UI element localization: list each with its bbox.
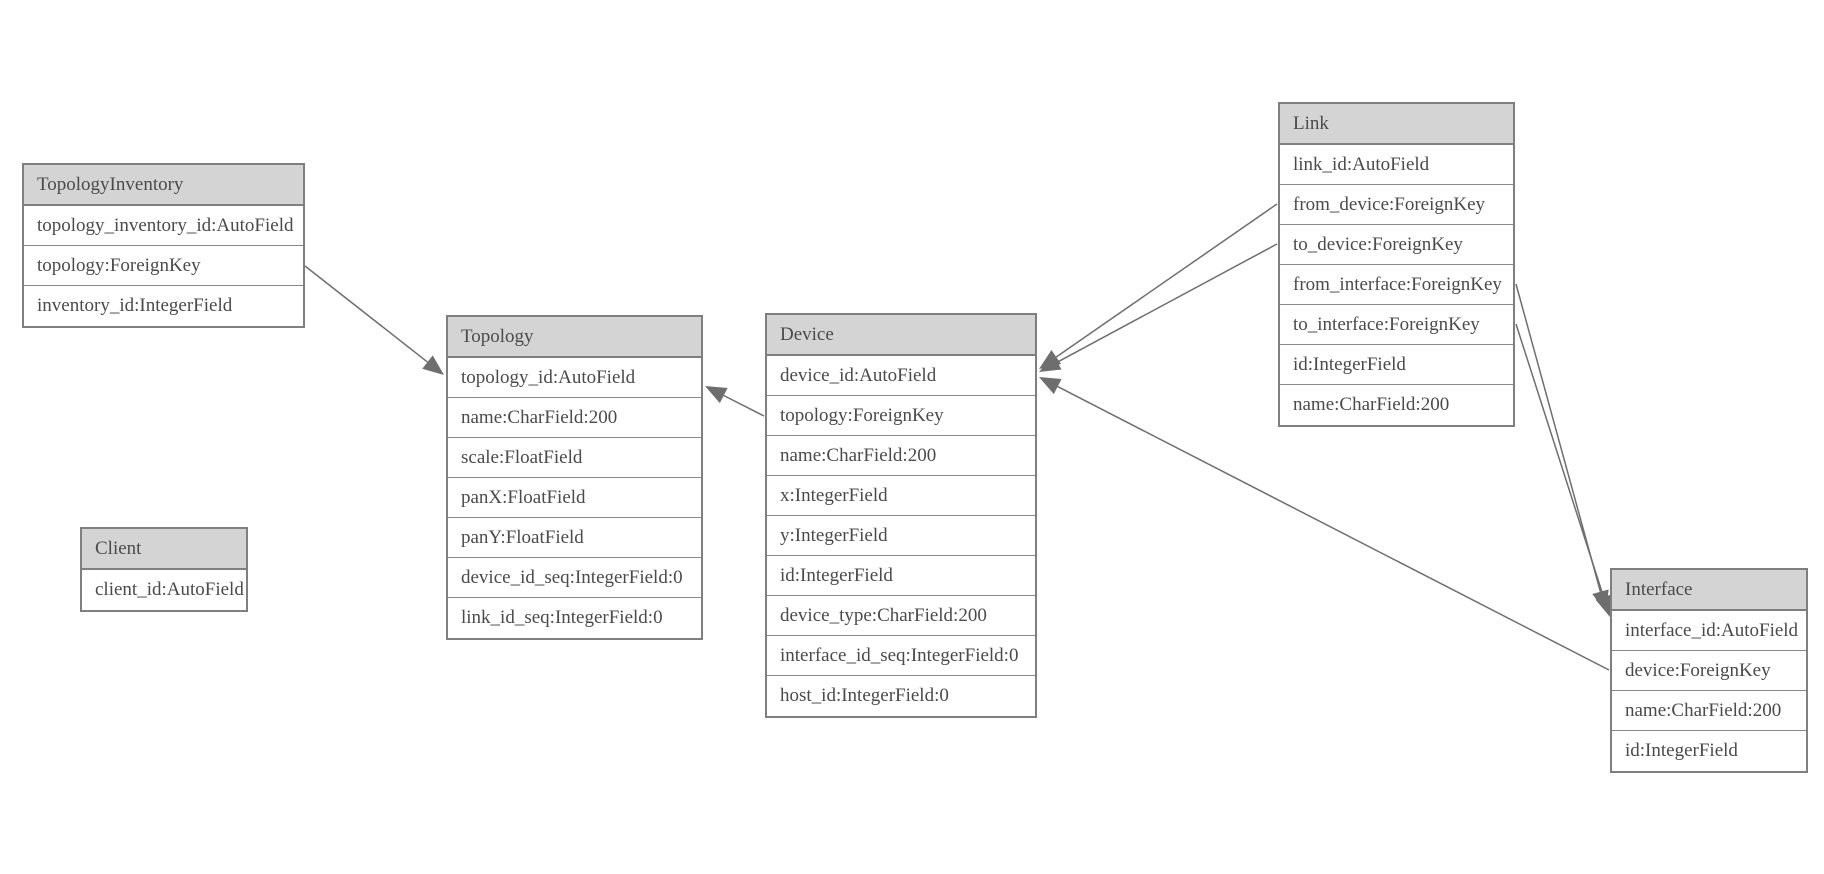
entity-field: to_interface:ForeignKey (1280, 305, 1513, 345)
arrowhead-link-to-interface-interface (1595, 594, 1612, 617)
entity-field: device:ForeignKey (1612, 651, 1806, 691)
entity-title: Client (82, 529, 246, 570)
entity-field: from_interface:ForeignKey (1280, 265, 1513, 305)
entity-field: to_device:ForeignKey (1280, 225, 1513, 265)
entity-field: link_id_seq:IntegerField:0 (448, 598, 701, 638)
edge-link-from-interface-interface (1515, 283, 1602, 592)
entity-field: topology:ForeignKey (24, 246, 303, 286)
entity-field: name:CharField:200 (1612, 691, 1806, 731)
entity-field: inventory_id:IntegerField (24, 286, 303, 326)
arrowhead-interface-device (1039, 377, 1062, 395)
entity-field: x:IntegerField (767, 476, 1035, 516)
edge-link-to-interface-interface (1515, 323, 1605, 598)
entity-field: topology:ForeignKey (767, 396, 1035, 436)
arrowhead-link-to-device-device (1039, 354, 1062, 372)
entity-field: device_type:CharField:200 (767, 596, 1035, 636)
edge-link-to-device-device (1057, 243, 1278, 363)
entity-title: TopologyInventory (24, 165, 303, 206)
entity-field: interface_id:AutoField (1612, 611, 1806, 651)
edge-device-topology (723, 394, 765, 417)
entity-field: name:CharField:200 (1280, 385, 1513, 425)
arrowhead-topologyinventory-topology (422, 355, 444, 375)
entity-title: Device (767, 315, 1035, 356)
entity-field: scale:FloatField (448, 438, 701, 478)
edge-interface-device (1057, 385, 1610, 671)
entity-title: Interface (1612, 570, 1806, 611)
entity-field: host_id:IntegerField:0 (767, 676, 1035, 716)
entity-field: name:CharField:200 (767, 436, 1035, 476)
entity-field: name:CharField:200 (448, 398, 701, 438)
entity-field: from_device:ForeignKey (1280, 185, 1513, 225)
entity-field: interface_id_seq:IntegerField:0 (767, 636, 1035, 676)
entity-field: topology_id:AutoField (448, 358, 701, 398)
entity-field: id:IntegerField (1280, 345, 1513, 385)
entity-field: panX:FloatField (448, 478, 701, 518)
entity-field: y:IntegerField (767, 516, 1035, 556)
entity-field: id:IntegerField (767, 556, 1035, 596)
edge-topologyinventory-topology (304, 265, 428, 363)
entity-field: client_id:AutoField (82, 570, 246, 610)
entity-field: topology_inventory_id:AutoField (24, 206, 303, 246)
edge-link-from-device-device (1055, 203, 1278, 358)
entity-field: link_id:AutoField (1280, 145, 1513, 185)
entity-title: Link (1280, 104, 1513, 145)
entity-title: Topology (448, 317, 701, 358)
entity-field: device_id:AutoField (767, 356, 1035, 396)
entity-field: panY:FloatField (448, 518, 701, 558)
entity-field: device_id_seq:IntegerField:0 (448, 558, 701, 598)
entity-field: id:IntegerField (1612, 731, 1806, 771)
arrowhead-device-topology (705, 386, 728, 404)
